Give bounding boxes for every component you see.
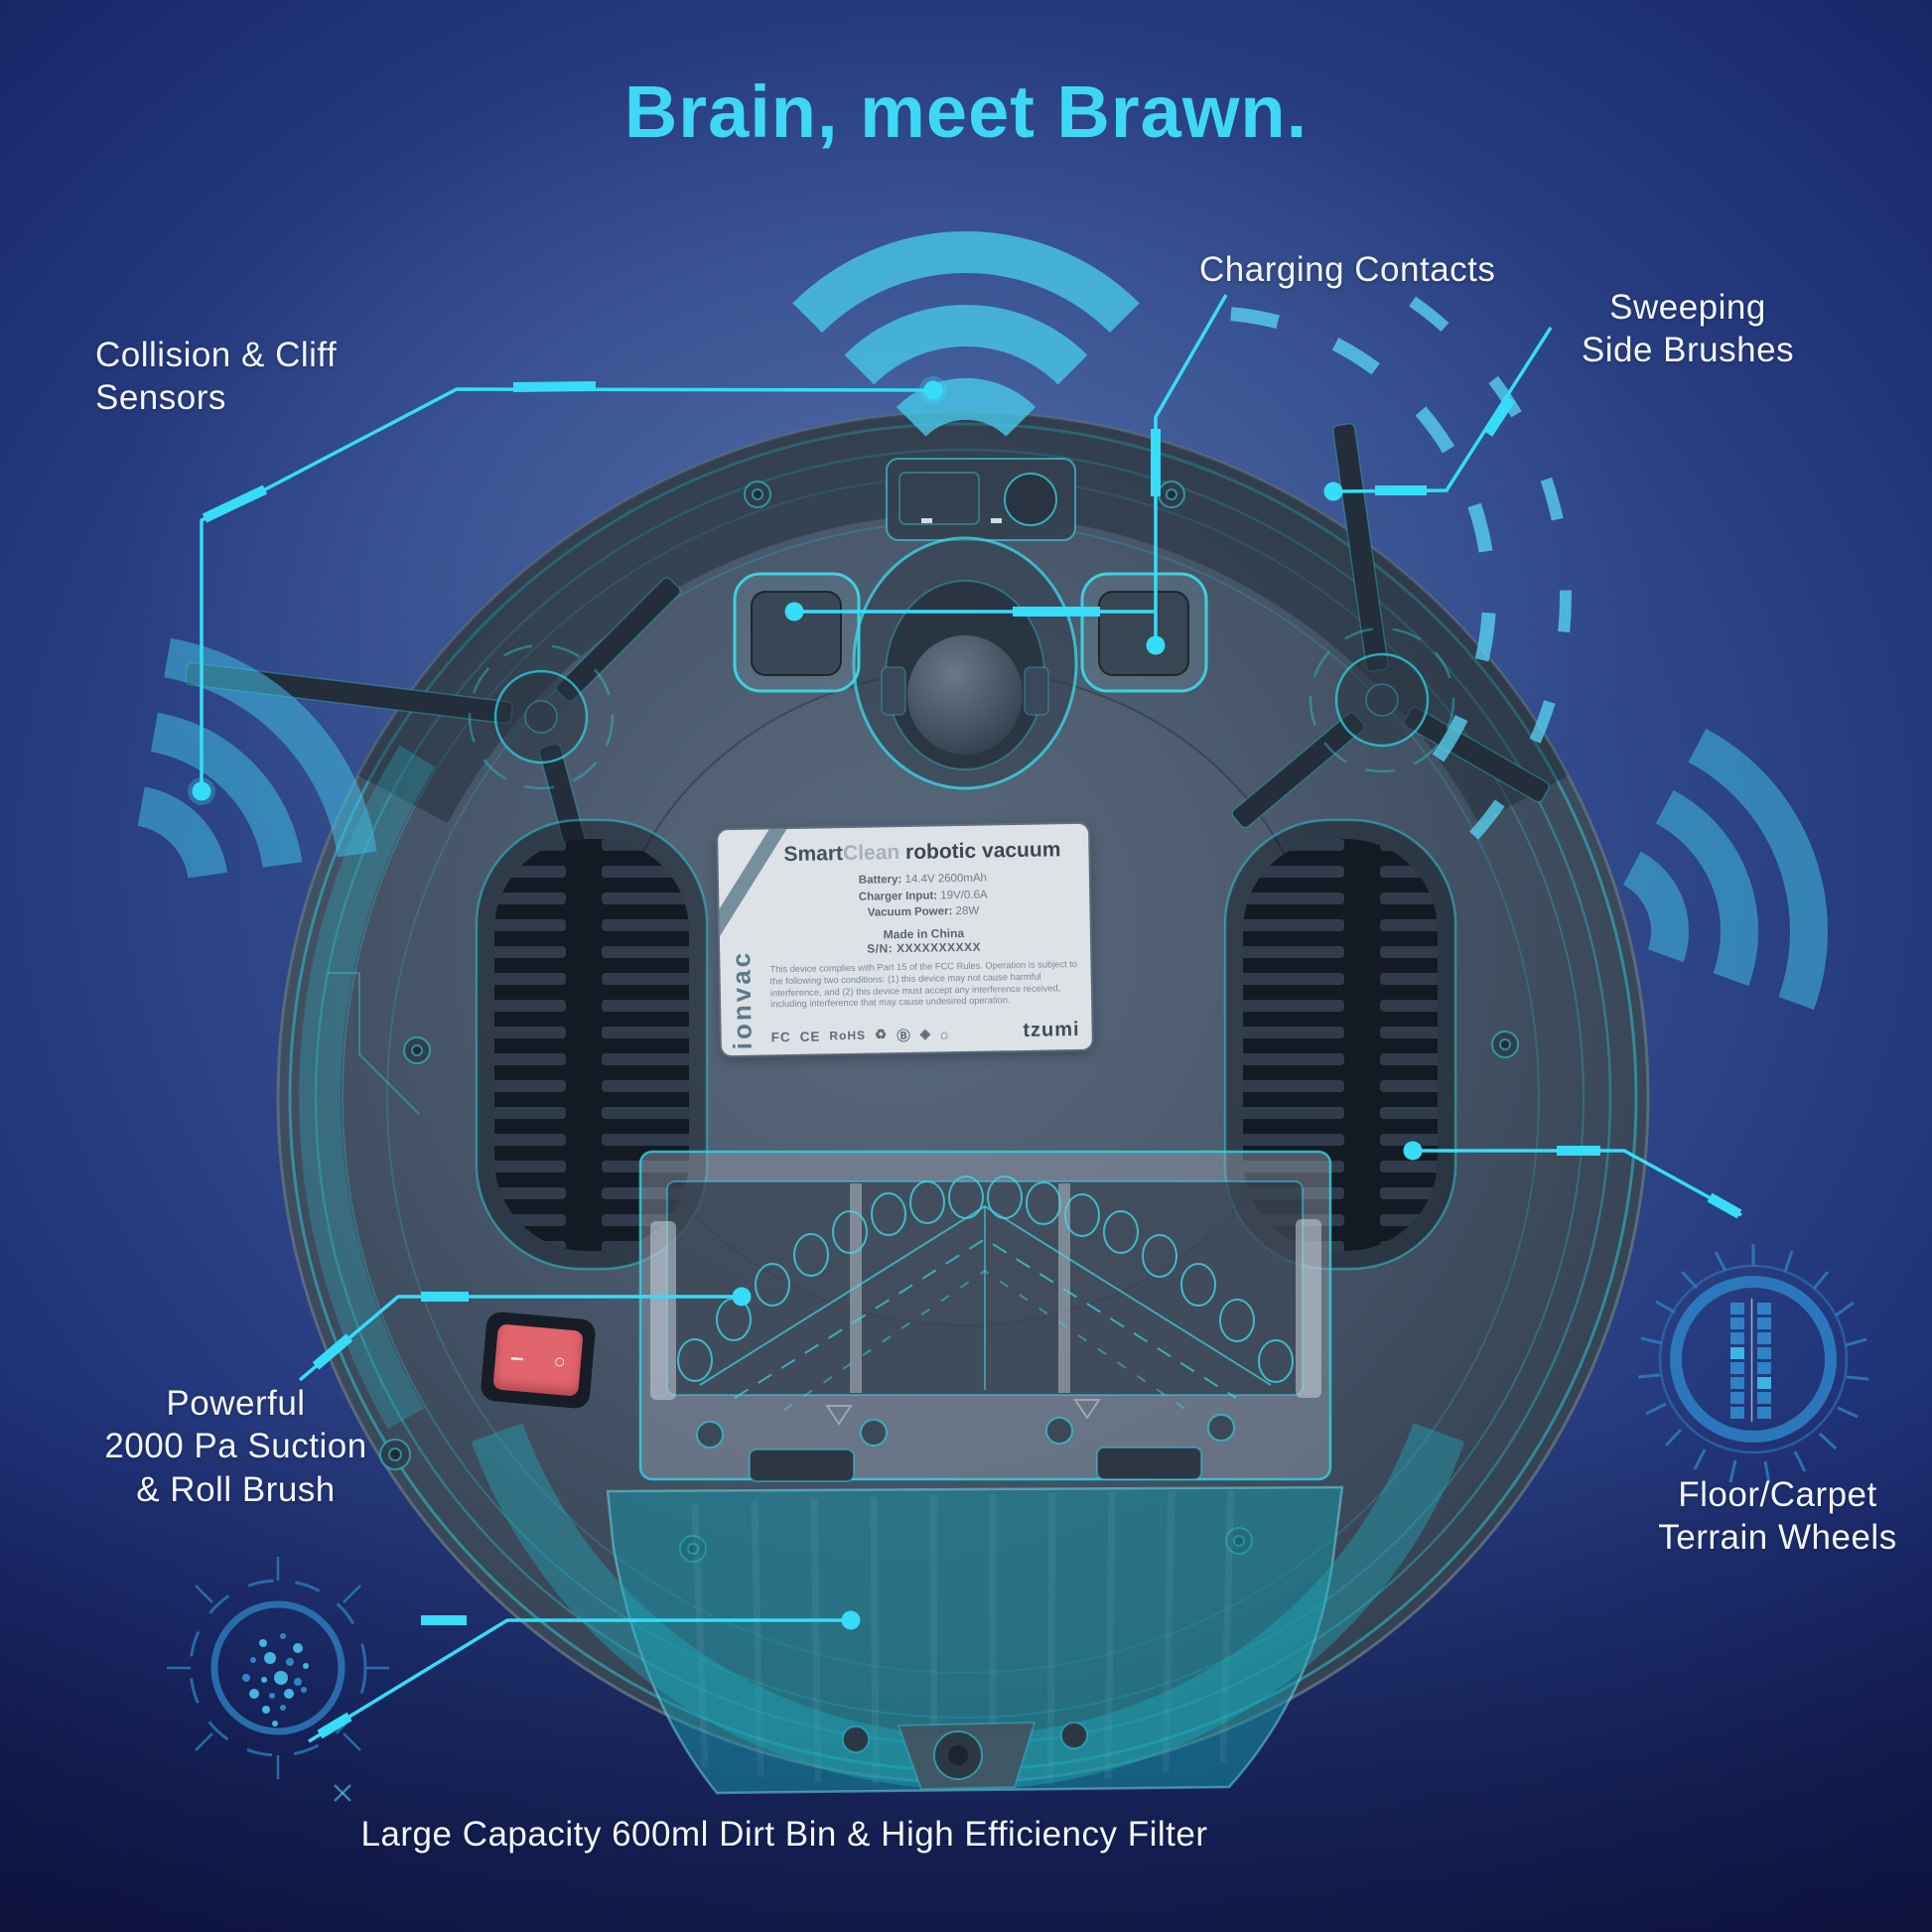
wifi-signal-icon-left <box>136 637 377 880</box>
circuit-trace-decoration <box>328 972 420 1115</box>
callout-line-suction <box>298 1287 752 1382</box>
callout-label-suction-roll-brush: Powerful 2000 Pa Suction & Roll Brush <box>104 1384 367 1509</box>
brush-chevron-lines <box>699 1204 1272 1411</box>
recycle-icon: ♻ <box>874 1027 889 1042</box>
brand-smart: Smart <box>783 842 844 867</box>
tread-squares <box>1730 1303 1771 1419</box>
wheel-tread-badge <box>1637 1244 1869 1484</box>
plate-bottom-row: FC CE RoHS ♻ Ⓑ ◈ ⌂ tzumi <box>770 1018 1080 1046</box>
callout-line-collision <box>188 376 947 805</box>
callout-line-sweeping <box>1323 327 1553 501</box>
spec-charger-value: 19V/0.6A <box>936 889 988 902</box>
brand-product: robotic vacuum <box>899 838 1061 865</box>
callout-line-wheels <box>1403 1141 1742 1219</box>
power-on-glyph: – <box>509 1343 525 1372</box>
bc-mark: Ⓑ <box>897 1028 911 1044</box>
bin-hinge <box>842 1721 1088 1791</box>
x-mark-decoration <box>334 1784 351 1802</box>
fcc-mark: FC <box>770 1029 791 1044</box>
rohs-mark: RoHS <box>829 1028 867 1043</box>
wifi-signal-icon-right <box>1622 729 1828 1010</box>
brush-latch-right <box>1096 1447 1202 1480</box>
power-off-glyph: ○ <box>552 1349 567 1373</box>
dust-bin <box>471 1423 1465 1795</box>
spec-battery-label: Battery: <box>858 874 902 887</box>
certification-marks: FC CE RoHS ♻ Ⓑ ◈ ⌂ <box>771 1024 950 1046</box>
brush-latch-left <box>749 1449 855 1482</box>
front-sensor-module <box>886 458 1076 541</box>
charging-contact-right <box>1080 572 1208 693</box>
charging-contact-left <box>733 572 861 693</box>
wifi-signal-icon-top <box>792 231 1140 438</box>
dust-dots <box>242 1633 309 1726</box>
caster-wheel <box>852 536 1078 790</box>
callout-line-dirtbin <box>308 1610 861 1802</box>
callout-label-terrain-wheels: Floor/Carpet Terrain Wheels <box>1658 1475 1897 1558</box>
callout-label-dirt-bin: Large Capacity 600ml Dirt Bin & High Eff… <box>360 1815 1208 1854</box>
dust-particles-badge <box>167 1557 389 1779</box>
callout-lines <box>188 294 1742 1802</box>
tzumi-logo: tzumi <box>1023 1018 1080 1041</box>
right-wheel <box>1223 818 1457 1271</box>
house-mark: ⌂ <box>939 1026 950 1041</box>
ce-mark: CE <box>799 1029 821 1044</box>
caster-ball <box>907 635 1023 755</box>
spec-battery-value: 14.4V 2600mAh <box>901 872 988 887</box>
left-wheel-treads <box>494 839 689 1251</box>
roll-brush <box>638 1150 1332 1482</box>
front-ir-window <box>1004 473 1057 526</box>
power-switch-rocker: – ○ <box>492 1323 584 1397</box>
page-title: Brain, meet Brawn. <box>623 70 1309 153</box>
spec-plate: ionvac SmartClean robotic vacuum Battery… <box>718 823 1092 1056</box>
side-brush-right <box>1231 423 1550 829</box>
callout-label-sweeping-side-brushes: Sweeping Side Brushes <box>1581 288 1795 370</box>
callout-line-charging <box>784 294 1228 655</box>
diamond-mark: ◈ <box>919 1026 932 1041</box>
front-bumper-crescent <box>357 412 1569 823</box>
left-wheel <box>475 818 709 1271</box>
plate-specs: Battery: 14.4V 2600mAh Charger Input: 19… <box>768 869 1078 923</box>
plate-brand-line: SmartClean robotic vacuum <box>767 838 1076 867</box>
brand-clean: Clean <box>842 841 900 866</box>
brush-spiral-rings <box>677 1175 1294 1383</box>
brush-housing-screws <box>696 1414 1235 1449</box>
power-switch: – ○ <box>480 1311 597 1410</box>
fcc-compliance-text: This device complies with Part 15 of the… <box>769 958 1078 1010</box>
ionvac-side-brand: ionvac <box>726 949 758 1050</box>
spec-power-label: Vacuum Power: <box>867 905 953 919</box>
callout-label-collision-cliff-sensors: Collision & Cliff Sensors <box>95 336 338 418</box>
callout-label-charging-contacts: Charging Contacts <box>1199 250 1496 289</box>
spec-charger-label: Charger Input: <box>858 890 938 903</box>
right-wheel-treads <box>1243 839 1438 1251</box>
spec-power-value: 28W <box>952 905 980 918</box>
